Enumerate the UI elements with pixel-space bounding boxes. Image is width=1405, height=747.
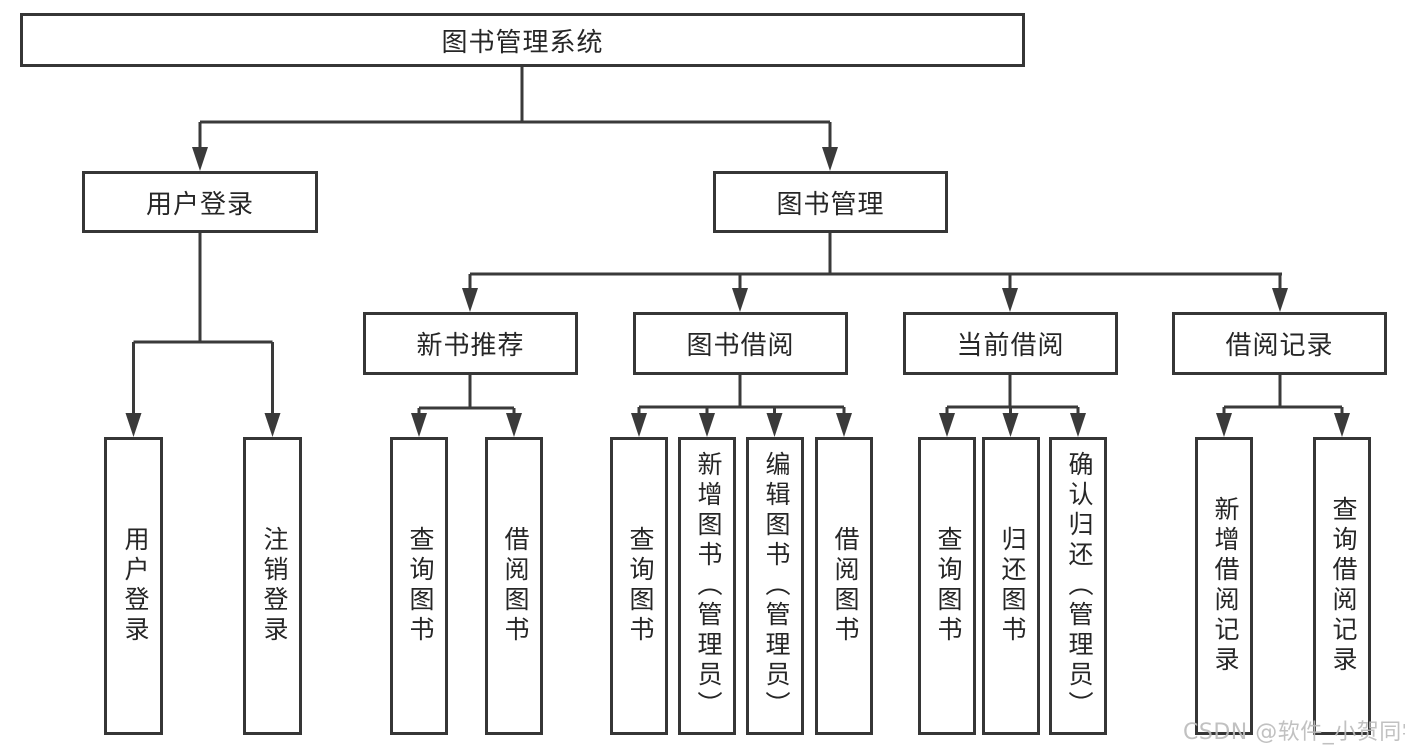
leaf-logout: 注销登录	[243, 437, 302, 735]
leaf-current-query-books: 查询图书	[918, 437, 976, 735]
node-user-login: 用户登录	[82, 171, 318, 233]
leaf-recommend-borrow-books: 借阅图书	[485, 437, 543, 735]
leaf-recommend-query-books: 查询图书	[390, 437, 448, 735]
leaf-records-add-record: 新增借阅记录	[1195, 437, 1253, 735]
arrowheads	[125, 147, 1350, 437]
node-current-borrowing: 当前借阅	[903, 312, 1118, 375]
leaf-borrowing-query-books: 查询图书	[610, 437, 668, 735]
node-new-book-recommend: 新书推荐	[363, 312, 578, 375]
leaf-user-login: 用户登录	[104, 437, 163, 735]
node-book-borrowing: 图书借阅	[633, 312, 848, 375]
leaf-records-query-record: 查询借阅记录	[1313, 437, 1371, 735]
leaf-borrowing-borrow-books: 借阅图书	[815, 437, 873, 735]
leaf-borrowing-edit-books-admin: 编辑图书（管理员）	[746, 437, 804, 735]
leaf-current-return-books: 归还图书	[982, 437, 1040, 735]
node-root: 图书管理系统	[20, 13, 1025, 67]
leaf-current-confirm-return-admin: 确认归还（管理员）	[1049, 437, 1107, 735]
leaf-borrowing-add-books-admin: 新增图书（管理员）	[678, 437, 736, 735]
csdn-watermark: CSDN @软件_小贺同学	[1183, 720, 1405, 745]
node-borrowing-records: 借阅记录	[1172, 312, 1387, 375]
node-book-management: 图书管理	[713, 171, 948, 233]
